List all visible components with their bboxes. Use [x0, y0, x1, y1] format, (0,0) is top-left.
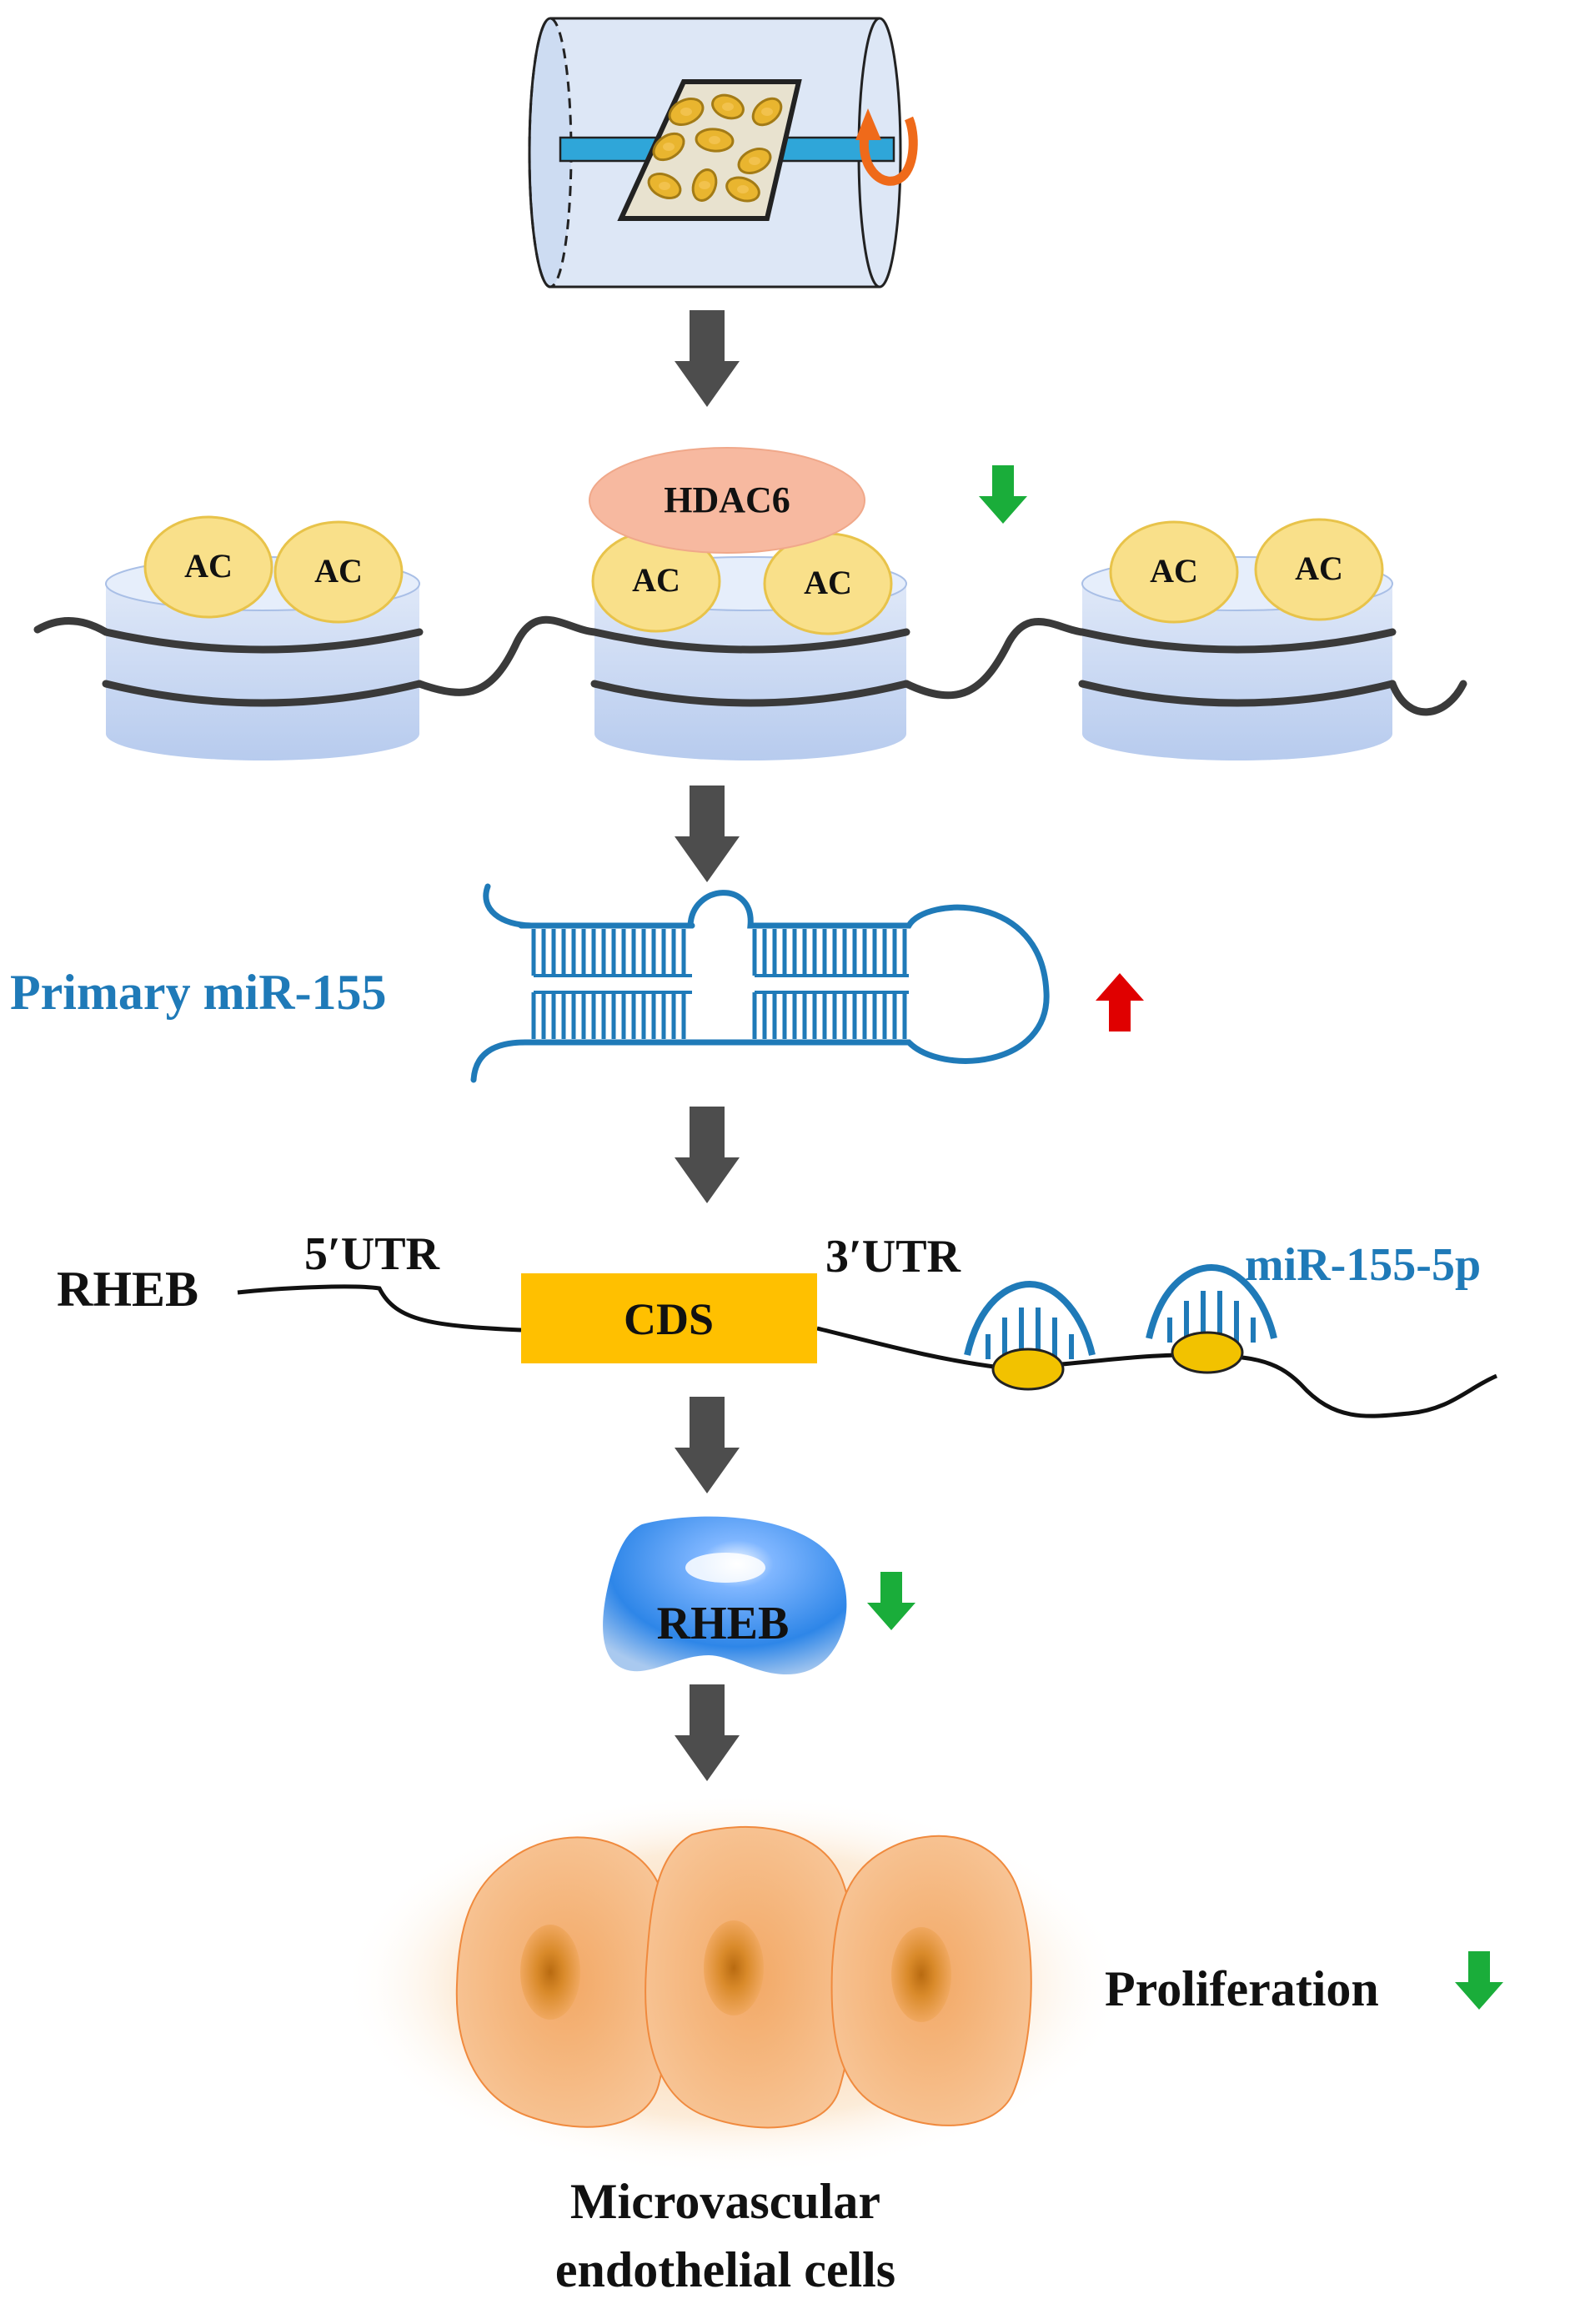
scaffold-cell-nuclei [659, 103, 773, 193]
mirna-binding-site-1 [964, 1280, 1096, 1391]
hdac6-enzyme: HDAC6 [589, 447, 865, 554]
acetyl-badge: AC [273, 520, 404, 624]
svg-text:AC: AC [314, 552, 363, 590]
dna-strand [33, 615, 1467, 716]
acetyl-badge: AC [1109, 520, 1239, 624]
rheb-mrna: RHEB 5′UTR 3′UTR miR-155-5p CDS [57, 1228, 1497, 1418]
svg-text:AC: AC [1150, 552, 1198, 590]
mirna-binding-site-2 [1146, 1263, 1277, 1374]
acetyl-badge: AC [143, 515, 273, 619]
rheb-decrease-arrow-icon [867, 1572, 915, 1630]
flow-arrow-3 [675, 1107, 740, 1203]
cells-label-line2: endothelial cells [555, 2242, 895, 2297]
rheb-protein: RHEB [603, 1516, 915, 1675]
acetyl-badge: AC [1254, 518, 1384, 621]
svg-text:CDS: CDS [624, 1294, 714, 1344]
primary-mir155-label: Primary miR-155 [10, 965, 387, 1020]
svg-text:AC: AC [632, 561, 680, 599]
cds-box: CDS [521, 1273, 817, 1363]
svg-text:AC: AC [1295, 550, 1343, 587]
flow-arrow-1 [675, 310, 740, 407]
svg-text:AC: AC [184, 547, 233, 585]
hdac6-decrease-arrow-icon [979, 465, 1027, 524]
acetyl-badge: AC [591, 530, 721, 633]
mir155-5p-label: miR-155-5p [1245, 1239, 1481, 1291]
flow-arrow-2 [675, 786, 740, 882]
stem-base-pairs [531, 929, 909, 1039]
endothelial-cell [830, 1835, 1032, 2126]
cells-label-line1: Microvascular [570, 2174, 880, 2229]
utr5-label: 5′UTR [304, 1228, 440, 1280]
endothelial-cells: Proliferation Microvascular endothelial … [342, 1793, 1503, 2297]
flow-arrow-4 [675, 1397, 740, 1493]
rheb-protein-label: RHEB [657, 1598, 790, 1649]
flow-arrows [675, 310, 740, 1781]
svg-text:AC: AC [804, 564, 852, 601]
mir155-increase-arrow-icon [1096, 973, 1144, 1031]
rotation-arrow-icon [855, 108, 918, 186]
endothelial-cell [645, 1825, 856, 2129]
rheb-gene-label: RHEB [57, 1262, 198, 1317]
rotating-bioreactor-icon [528, 17, 918, 289]
hdac6-label: HDAC6 [664, 479, 790, 520]
primary-mir155-hairpin: Primary miR-155 [10, 883, 1144, 1083]
flow-arrow-5 [675, 1684, 740, 1781]
acetyl-groups: AC AC AC AC AC AC [143, 515, 1384, 635]
chromatin: AC AC AC AC AC AC [33, 447, 1467, 760]
utr3-label: 3′UTR [825, 1231, 961, 1282]
proliferation-label: Proliferation [1105, 1961, 1379, 2016]
proliferation-decrease-arrow-icon [1455, 1951, 1503, 2010]
endothelial-cell [455, 1836, 675, 2128]
